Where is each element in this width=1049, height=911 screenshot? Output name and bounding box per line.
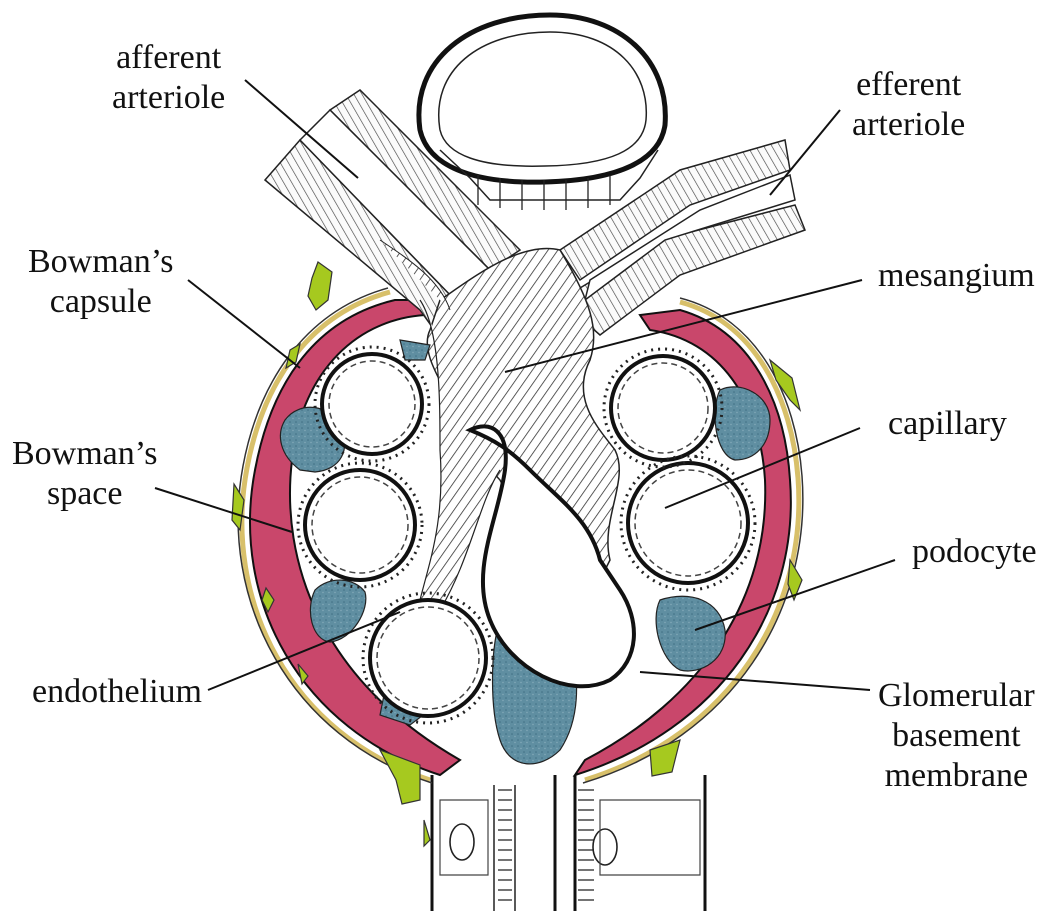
glomerular-basement-membrane-label: Glomerular basement membrane (878, 676, 1035, 796)
gbm-label-line3: membrane (878, 756, 1035, 796)
gbm-label-line1: Glomerular (878, 676, 1035, 716)
capillary-label-line1: capillary (888, 404, 1007, 444)
podocyte-label-line1: podocyte (912, 532, 1037, 572)
gbm-label-line2: basement (878, 716, 1035, 756)
proximal-tubule (432, 775, 705, 911)
efferent-arteriole-label-line2: arteriole (852, 105, 965, 145)
efferent-arteriole-label: efferent arteriole (852, 65, 965, 145)
bowmans-capsule-label-line2: capsule (28, 282, 173, 322)
endothelium-label-line1: endothelium (32, 672, 202, 712)
capillary-label: capillary (888, 404, 1007, 444)
podocyte-label: podocyte (912, 532, 1037, 572)
endothelium-label: endothelium (32, 672, 202, 712)
afferent-arteriole-label-line1: afferent (112, 38, 225, 78)
efferent-arteriole-label-line1: efferent (852, 65, 965, 105)
bowmans-capsule-label: Bowman’s capsule (28, 242, 173, 322)
bowmans-space-label-line2: space (12, 474, 157, 514)
mesangium-label: mesangium (878, 256, 1035, 296)
afferent-arteriole-label-line2: arteriole (112, 78, 225, 118)
mesangium-label-line1: mesangium (878, 256, 1035, 296)
bowmans-capsule-label-line1: Bowman’s (28, 242, 173, 282)
bowmans-space-label: Bowman’s space (12, 434, 157, 514)
bowmans-space-label-line1: Bowman’s (12, 434, 157, 474)
afferent-arteriole-label: afferent arteriole (112, 38, 225, 118)
distal-tubule (419, 15, 665, 210)
